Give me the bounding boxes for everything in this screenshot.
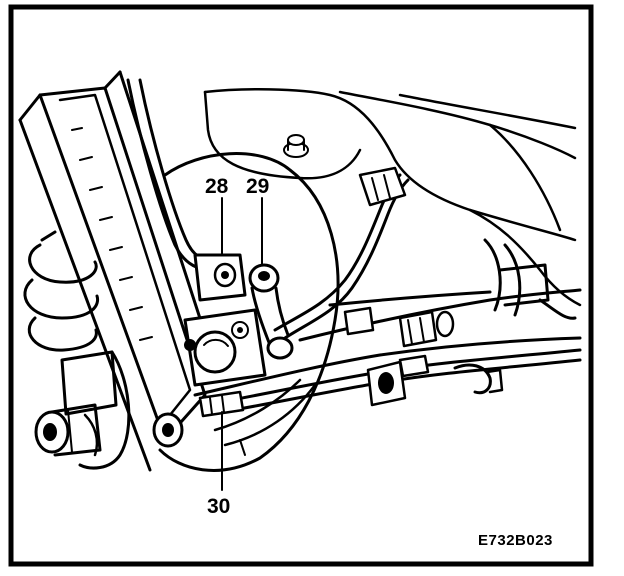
brake-pipe-union [248,263,294,360]
callout-30: 30 [207,495,230,518]
diagram-frame [8,4,594,567]
callout-leaders [221,197,263,491]
callout-29: 29 [246,175,269,198]
frame-detail-right [483,238,577,320]
figure-reference-code: E732B023 [478,532,553,549]
hub-nut [34,403,102,457]
damper [60,350,131,470]
callout-28: 28 [205,175,229,198]
cable-adjuster [343,306,455,348]
pipe-clip [358,166,407,207]
brake-backing-plate [158,152,340,472]
brake-caliper [183,308,267,387]
hose-bracket [193,253,247,302]
coil-spring [23,230,100,352]
body-panel [203,88,582,307]
cable-clip [198,390,245,418]
trailing-arm [18,70,222,472]
body-bolt [283,134,309,158]
cable-guide [366,354,504,407]
